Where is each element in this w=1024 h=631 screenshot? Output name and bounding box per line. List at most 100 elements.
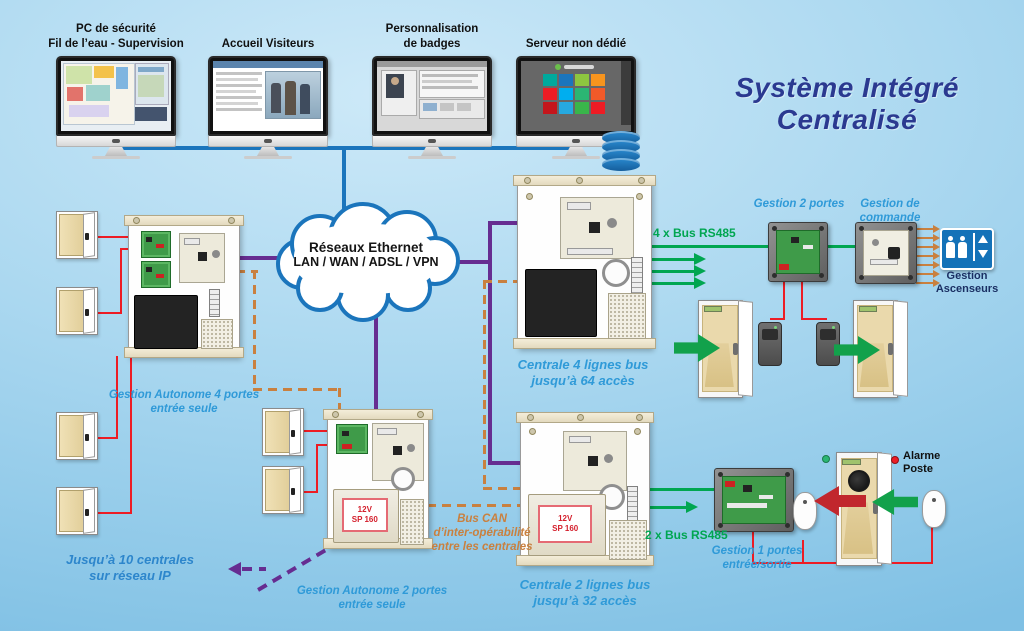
proximity-reader [922, 490, 946, 528]
door-icon [56, 487, 98, 535]
buscan-stub-centrale4 [483, 280, 517, 283]
workstation-label: Serveur non dédié [525, 37, 627, 50]
buscan-run-left [253, 388, 341, 391]
centrale-2-cabinet: 12V SP 160 [516, 412, 654, 566]
door-icon [56, 211, 98, 259]
label-alarm: Alarme Poste [903, 450, 941, 476]
door-wire [96, 236, 128, 238]
label-module-2-doors: Gestion 2 portes [753, 198, 845, 210]
monitor-frame [372, 56, 492, 136]
monitor-stand [565, 147, 587, 156]
monitor-stand [105, 147, 127, 156]
door-wire [96, 437, 118, 439]
ip-extension-arrowhead [228, 562, 241, 576]
reader-wire [770, 318, 785, 320]
door-icon [56, 412, 98, 460]
floorplan-map-screen [61, 61, 171, 131]
monitor-base [92, 156, 140, 159]
workstation-label: PC de sécurité Fil de l’eau - Supervisio… [48, 23, 184, 50]
module-2-doors [768, 222, 828, 282]
buscan-stub-centrale2-b [427, 504, 520, 507]
workstation-visitors: Accueil Visiteurs [208, 38, 328, 159]
label-rs485-x4: 4 x Bus RS485 [653, 226, 736, 240]
elevator-wire [916, 228, 934, 230]
label-centrale-2: Centrale 2 lignes bus jusqu’à 32 accès [519, 577, 651, 608]
module-1-door [714, 468, 794, 532]
battery-label: 12V SP 160 [341, 498, 388, 533]
cloud-subtitle: LAN / WAN / ADSL / VPN [293, 255, 439, 269]
rs485-wire [650, 270, 696, 273]
panel-4-doors-cabinet [124, 215, 244, 358]
buscan-stub-panel4p [236, 270, 258, 273]
status-led-red [891, 456, 899, 464]
module-command [855, 222, 917, 284]
elevator-wire [916, 282, 934, 284]
buscan-riser-left [253, 270, 256, 390]
door-wire [116, 356, 118, 439]
monitor-frame [208, 56, 328, 136]
workstation-label: Personnalisation de badges [385, 23, 479, 50]
door-wire [120, 248, 130, 250]
centrale-4-cabinet [513, 175, 656, 349]
monitor-chin [372, 136, 492, 147]
ethernet-bus-line [114, 146, 578, 150]
elevator-wire [916, 273, 934, 275]
badge-reader [816, 322, 840, 366]
rs485-wire [650, 282, 696, 285]
door-wire [96, 512, 132, 514]
door-wire [316, 444, 318, 492]
rs485-arrowhead [694, 277, 706, 289]
workstation-server: Serveur non dédié [516, 38, 636, 159]
elevator-wire [916, 255, 934, 257]
buscan-drop-panel2p [338, 388, 341, 410]
ip-wire-to-centrale4 [490, 221, 517, 225]
workstation-badges: Personnalisation de badges [372, 23, 492, 159]
door-wire [120, 248, 122, 314]
label-module-command: Gestion de commande [859, 198, 921, 224]
label-panel-2-doors: Gestion Autonome 2 portes entrée seule [296, 585, 448, 611]
ip-extension-dashed-end [242, 567, 266, 571]
door-wire [316, 444, 327, 446]
person-icon [958, 236, 967, 260]
ip-wire-cloud-bottom [374, 298, 378, 410]
label-ip-capacity: Jusqu’à 10 centrales sur réseau IP [66, 552, 194, 583]
proximity-reader [793, 492, 817, 530]
label-panel-4-doors: Gestion Autonome 4 portes entrée seule [108, 389, 260, 415]
cloud-text: Réseaux Ethernet LAN / WAN / ADSL / VPN [280, 240, 452, 269]
rs485-wire [648, 488, 714, 491]
monitor-chin [56, 136, 176, 147]
ip-wire-to-centrale2 [490, 461, 520, 465]
monitor-stand [421, 147, 443, 156]
monitor-base [408, 156, 456, 159]
arrow-down-icon [978, 250, 988, 258]
person-icon [946, 236, 955, 260]
monitor-frame [516, 56, 636, 136]
ip-wire-riser [488, 221, 492, 465]
cloud-title: Réseaux Ethernet [308, 240, 424, 255]
workstation-supervision: PC de sécurité Fil de l’eau - Supervisio… [48, 23, 184, 159]
monitor-base [244, 156, 292, 159]
door-icon [56, 287, 98, 335]
door-wire [96, 312, 122, 314]
badge-editor-screen [377, 61, 487, 131]
tile-dashboard-screen [521, 61, 631, 131]
battery-label: 12V SP 160 [538, 504, 593, 544]
rs485-arrowhead [694, 265, 706, 277]
reader-wire [783, 280, 785, 320]
buscan-riser-right [483, 280, 486, 490]
monitor-base [552, 156, 600, 159]
door-wire [302, 430, 327, 432]
reader-wire [802, 540, 804, 564]
page-title: Système Intégré Centralisé [735, 72, 959, 136]
monitor-stand [257, 147, 279, 156]
label-module-1-door: Gestion 1 portes entrée/sortie [711, 545, 803, 571]
status-led-green [822, 455, 830, 463]
door-icon [262, 466, 304, 514]
door-icon [262, 408, 304, 456]
rs485-wire [648, 506, 688, 509]
rs485-wire [650, 258, 696, 261]
reader-wire [801, 280, 803, 320]
door-wire [130, 356, 132, 514]
panel-2-doors-cabinet: 12V SP 160 [323, 409, 433, 549]
